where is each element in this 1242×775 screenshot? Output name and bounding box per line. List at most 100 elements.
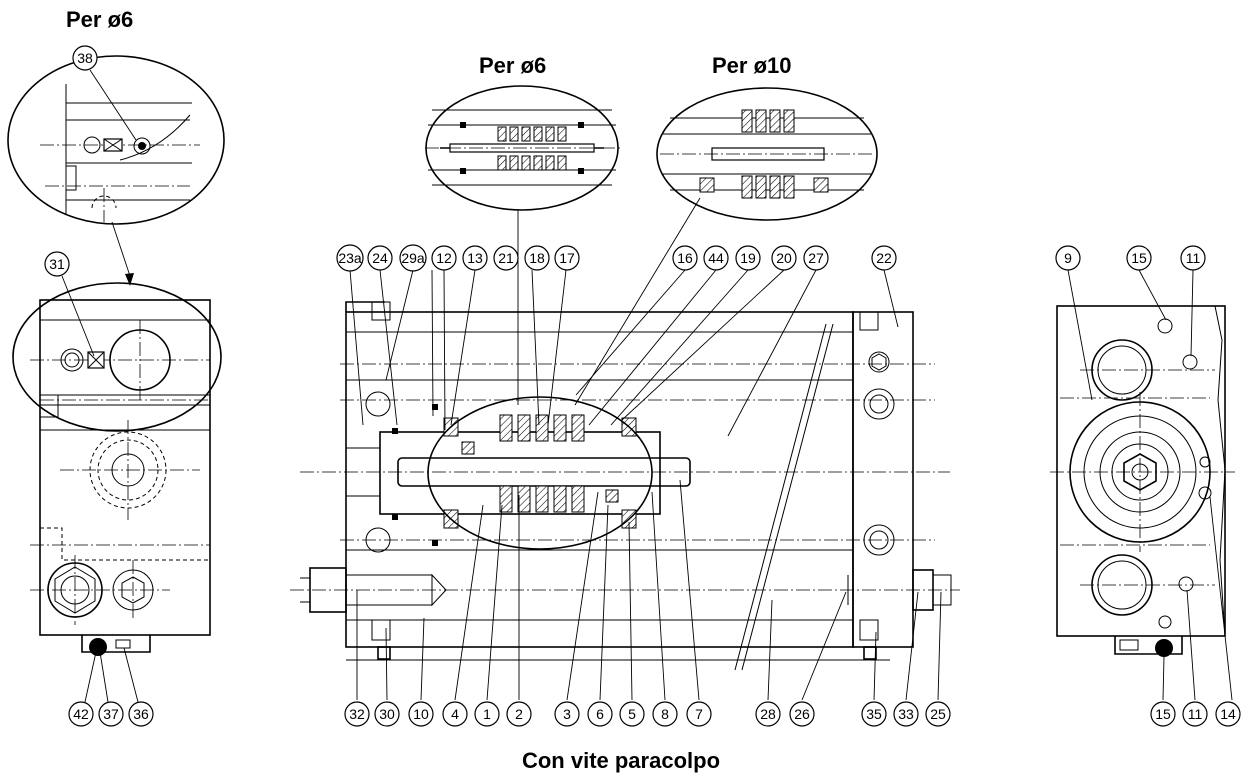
svg-text:13: 13 (467, 250, 483, 266)
callout-38: 38 (72, 45, 98, 71)
callout-9: 9 (1055, 245, 1081, 271)
left-detail-ellipse-top (7, 55, 225, 225)
center-section-ellipse (427, 396, 653, 550)
svg-text:19: 19 (740, 250, 756, 266)
callout-44: 44 (703, 245, 729, 271)
callout-10: 10 (408, 701, 434, 727)
callout-35: 35 (861, 701, 887, 727)
center-detail-title-10: Per ø10 (712, 53, 792, 78)
svg-text:24: 24 (372, 250, 388, 266)
svg-text:31: 31 (49, 256, 65, 272)
svg-text:10: 10 (413, 706, 429, 722)
callout-15-bottom: 15 (1150, 701, 1176, 727)
callout-22: 22 (871, 245, 897, 271)
svg-text:22: 22 (876, 250, 892, 266)
callout-2: 2 (506, 701, 532, 727)
left-body (39, 299, 211, 636)
right-end-view (1050, 269, 1235, 701)
svg-text:11: 11 (1186, 250, 1201, 266)
callout-23a: 23a (336, 244, 364, 272)
svg-text:38: 38 (77, 50, 93, 66)
callout-32: 32 (344, 701, 370, 727)
center-section-view (290, 85, 960, 701)
callout-20: 20 (771, 245, 797, 271)
callout-3: 3 (554, 701, 580, 727)
svg-text:30: 30 (379, 706, 395, 722)
callout-1: 1 (474, 701, 500, 727)
callout-7: 7 (686, 701, 712, 727)
svg-text:33: 33 (898, 706, 914, 722)
callout-11-bottom: 11 (1182, 701, 1208, 727)
svg-text:17: 17 (559, 250, 575, 266)
callout-13: 13 (462, 245, 488, 271)
svg-text:8: 8 (661, 706, 669, 722)
svg-text:35: 35 (866, 706, 882, 722)
callout-11-top: 11 (1180, 245, 1206, 271)
callout-30: 30 (374, 701, 400, 727)
svg-text:5: 5 (628, 706, 636, 722)
svg-text:26: 26 (794, 706, 810, 722)
svg-text:29a: 29a (401, 250, 425, 266)
svg-text:15: 15 (1131, 250, 1147, 266)
svg-text:20: 20 (776, 250, 792, 266)
callout-29a: 29a (399, 244, 427, 272)
center-detail-ellipse-10 (656, 87, 878, 221)
svg-text:7: 7 (695, 706, 703, 722)
callout-6: 6 (587, 701, 613, 727)
left-side-view (7, 55, 225, 656)
callout-18: 18 (524, 245, 550, 271)
callout-14: 14 (1215, 701, 1241, 727)
callout-5: 5 (619, 701, 645, 727)
center-detail-10-hatch (699, 109, 829, 199)
svg-text:21: 21 (498, 250, 514, 266)
callout-37: 37 (98, 701, 124, 727)
left-detail-ellipse-middle (12, 282, 222, 432)
svg-text:15: 15 (1155, 706, 1171, 722)
callout-31: 31 (44, 251, 70, 277)
drawing-caption: Con vite paracolpo (522, 748, 720, 773)
center-detail-title-6: Per ø6 (479, 53, 546, 78)
callout-19: 19 (735, 245, 761, 271)
svg-text:37: 37 (103, 706, 119, 722)
svg-text:32: 32 (349, 706, 365, 722)
callout-12: 12 (431, 245, 457, 271)
callout-33: 33 (893, 701, 919, 727)
svg-text:27: 27 (808, 250, 824, 266)
callout-17: 17 (554, 245, 580, 271)
svg-text:1: 1 (483, 706, 491, 722)
svg-text:44: 44 (708, 250, 724, 266)
svg-text:36: 36 (133, 706, 149, 722)
callout-15-top: 15 (1126, 245, 1152, 271)
svg-text:18: 18 (529, 250, 545, 266)
svg-text:23a: 23a (338, 250, 362, 266)
callout-25: 25 (925, 701, 951, 727)
svg-text:4: 4 (451, 706, 459, 722)
callout-36: 36 (128, 701, 154, 727)
callout-4: 4 (442, 701, 468, 727)
callout-42: 42 (68, 701, 94, 727)
svg-text:14: 14 (1220, 706, 1236, 722)
callout-24: 24 (367, 245, 393, 271)
left-detail-title: Per ø6 (66, 7, 133, 32)
callout-8: 8 (652, 701, 678, 727)
magnet-stack (461, 414, 619, 513)
svg-text:28: 28 (760, 706, 776, 722)
center-body (345, 311, 854, 648)
svg-text:3: 3 (563, 706, 571, 722)
svg-text:2: 2 (515, 706, 523, 722)
svg-text:9: 9 (1064, 250, 1072, 266)
callout-27: 27 (803, 245, 829, 271)
svg-text:42: 42 (73, 706, 89, 722)
callout-26: 26 (789, 701, 815, 727)
center-end-plate (852, 311, 914, 648)
svg-text:11: 11 (1188, 706, 1203, 722)
callouts: 38 31 42 37 36 23a 24 29a 12 13 21 18 17… (44, 45, 1241, 727)
svg-text:6: 6 (596, 706, 604, 722)
callout-21: 21 (493, 245, 519, 271)
callout-28: 28 (755, 701, 781, 727)
center-detail-6-hatch (497, 126, 567, 171)
svg-text:12: 12 (436, 250, 452, 266)
svg-text:16: 16 (677, 250, 693, 266)
svg-text:25: 25 (930, 706, 946, 722)
callout-16: 16 (672, 245, 698, 271)
